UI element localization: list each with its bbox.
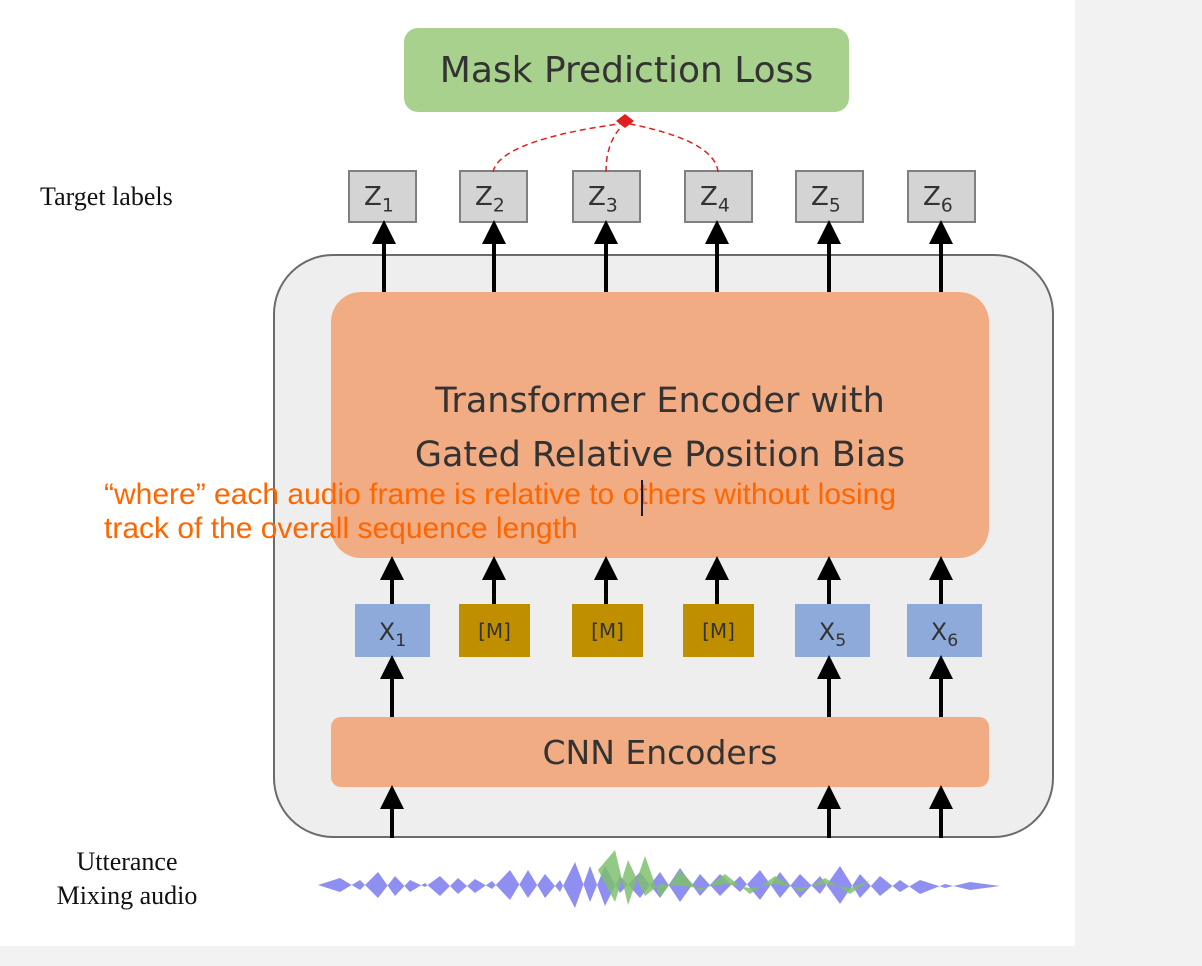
arrows-to-cnn <box>380 785 953 838</box>
target-label-z3: Z3 <box>572 170 641 223</box>
transformer-label-line1: Transformer Encoder with <box>435 381 885 421</box>
utterance-line2: Mixing audio <box>56 881 198 910</box>
dashed-loss-links <box>492 122 719 173</box>
diagram-connectors <box>318 114 1000 908</box>
input-frame-x6: X6 <box>907 604 982 657</box>
transformer-label-line2: Gated Relative Position Bias <box>414 435 906 475</box>
input-frame-x5: X5 <box>795 604 870 657</box>
arrows-to-transformer <box>380 556 953 604</box>
transformer-encoder-box: Transformer Encoder with Gated Relative … <box>331 292 989 558</box>
masked-frame-4: [M] <box>683 604 754 657</box>
overlay-annotation: “where” each audio frame is relative to … <box>104 478 896 546</box>
masked-frame-3: [M] <box>572 604 643 657</box>
input-frame-x1: X1 <box>355 604 430 657</box>
target-labels-text: Target labels <box>40 182 173 211</box>
target-label-z5: Z5 <box>795 170 864 223</box>
arrows-to-targets <box>372 220 953 292</box>
overlay-line2: track of the overall sequence length <box>104 512 578 545</box>
overlay-line1: “where” each audio frame is relative to … <box>104 478 897 511</box>
cnn-encoders-box: CNN Encoders <box>331 717 989 787</box>
bottom-strip <box>0 946 1202 966</box>
diagram-canvas: Mask Prediction Loss Target labels Z1 Z2… <box>0 0 1075 946</box>
cnn-label: CNN Encoders <box>542 732 778 772</box>
text-caret <box>641 480 643 516</box>
side-panel <box>1075 0 1202 946</box>
utterance-label: Utterance Mixing audio <box>32 845 222 913</box>
target-label-z6: Z6 <box>907 170 976 223</box>
masked-frame-2: [M] <box>459 604 530 657</box>
utterance-line1: Utterance <box>76 847 178 876</box>
loss-junction-diamond <box>616 114 634 128</box>
target-label-z1: Z1 <box>348 170 417 223</box>
loss-label: Mask Prediction Loss <box>439 49 814 91</box>
mask-prediction-loss-box: Mask Prediction Loss <box>404 28 849 112</box>
arrows-to-inputs <box>380 655 953 717</box>
audio-waveform <box>318 850 1000 908</box>
target-label-z4: Z4 <box>684 170 753 223</box>
